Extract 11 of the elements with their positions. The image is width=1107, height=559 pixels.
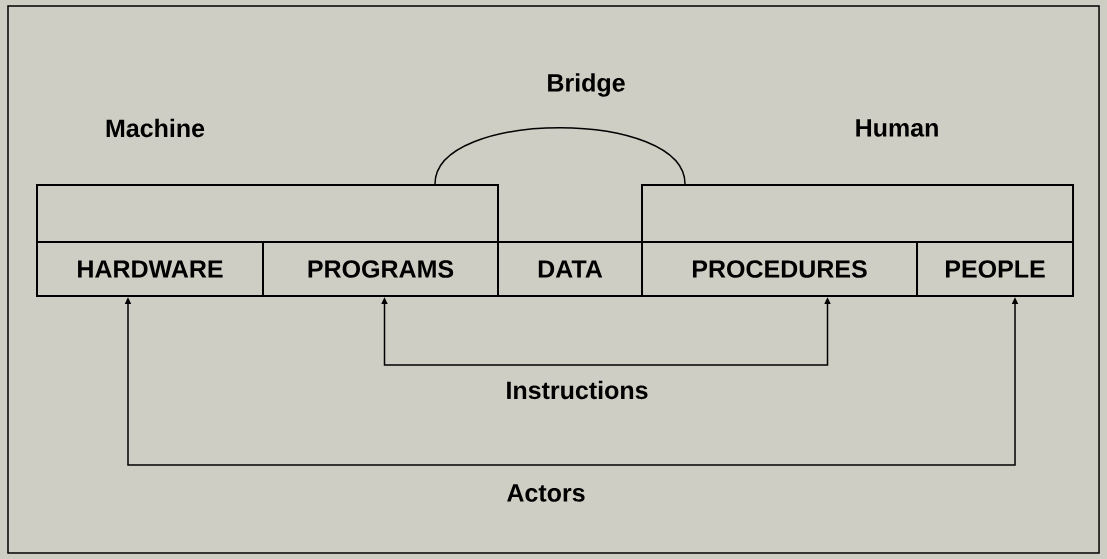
- edge-label: Actors: [507, 484, 585, 502]
- connector: [434, 127, 686, 185]
- heading-label: Human: [856, 119, 938, 137]
- cell-box: PROGRAMS: [262, 241, 499, 297]
- cell-box: PEOPLE: [916, 241, 1074, 297]
- cell-box: DATA: [497, 241, 643, 297]
- edge-label: Bridge: [548, 73, 625, 97]
- cell-box: HARDWARE: [36, 241, 264, 297]
- edge-label: Instructions: [507, 380, 648, 400]
- heading-label: Machine: [106, 118, 205, 138]
- cell-box: PROCEDURES: [641, 241, 918, 297]
